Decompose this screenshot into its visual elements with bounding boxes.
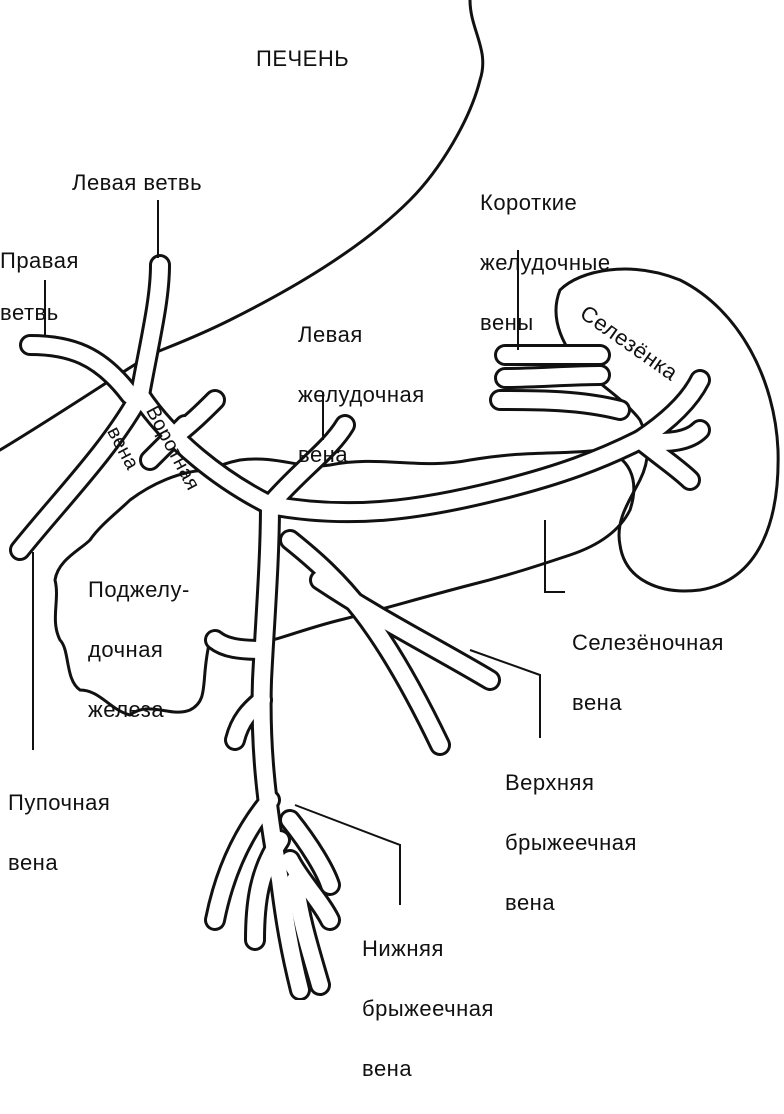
right-branch-label-line2: ветвь (0, 300, 59, 325)
label-left-gastric: Левая желудочная вена (298, 290, 425, 500)
superior-mesenteric-label-line2: брыжеечная (505, 830, 637, 855)
left-branch-label: Левая ветвь (72, 170, 203, 195)
umbilical-label-line1: Пупочная (8, 790, 111, 815)
short-gastric-label-line3: вены (480, 310, 534, 335)
umbilical-label-line2: вена (8, 850, 59, 875)
label-inferior-mesenteric: Нижняя брыжеечная вена (362, 904, 494, 1114)
label-right-branch: Правая ветвь (0, 222, 79, 352)
pancreas-label-line3: железа (88, 697, 165, 722)
splenic-vein-label-line1: Селезёночная (572, 630, 724, 655)
inferior-mesenteric-label-line1: Нижняя (362, 936, 444, 961)
left-gastric-label-line2: желудочная (298, 382, 425, 407)
label-umbilical: Пупочная вена (8, 758, 110, 908)
pancreas-label-line1: Поджелу- (88, 577, 190, 602)
label-superior-mesenteric: Верхняя брыжеечная вена (505, 738, 637, 948)
superior-mesenteric-label-line1: Верхняя (505, 770, 595, 795)
leader-lines (32, 200, 565, 905)
label-splenic-vein: Селезёночная вена (572, 598, 724, 748)
left-gastric-label-line1: Левая (298, 322, 363, 347)
pancreas-label-line2: дочная (88, 637, 164, 662)
left-gastric-label-line3: вена (298, 442, 349, 467)
short-gastric-label-line1: Короткие (480, 190, 578, 215)
superior-mesenteric-label-line3: вена (505, 890, 556, 915)
liver-label: ПЕЧЕНЬ (256, 46, 350, 71)
inferior-mesenteric-label-line3: вена (362, 1056, 413, 1081)
vein-tree (9, 254, 711, 1000)
inferior-mesenteric-label-line2: брыжеечная (362, 996, 494, 1021)
label-liver: ПЕЧЕНЬ (256, 46, 349, 72)
splenic-vein-label-line2: вена (572, 690, 623, 715)
label-pancreas: Поджелу- дочная железа (88, 545, 190, 755)
portal-vein-diagram (0, 0, 780, 1000)
label-left-branch: Левая ветвь (72, 170, 202, 196)
short-gastric-label-line2: желудочные (480, 250, 611, 275)
spleen-outline (554, 267, 780, 593)
label-short-gastric: Короткие желудочные вены (480, 158, 611, 368)
right-branch-label-line1: Правая (0, 248, 79, 273)
